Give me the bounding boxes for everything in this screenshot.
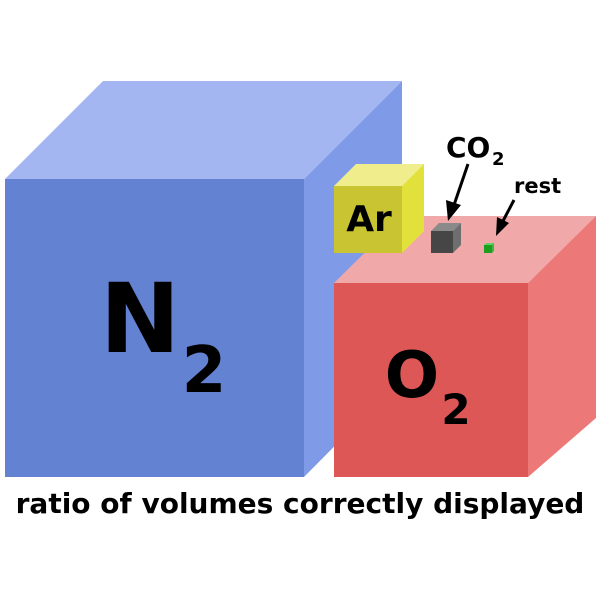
rest-cube-side <box>492 243 494 253</box>
o2-cube: O 2 <box>334 216 596 477</box>
ar-cube-top <box>334 164 424 186</box>
co2-cube-top <box>431 223 461 231</box>
co2-arrow-line <box>452 163 470 206</box>
n2-cube-top <box>5 81 402 179</box>
co2-label-subscript: 2 <box>492 149 505 170</box>
ar-cube: Ar <box>334 164 424 253</box>
co2-cube-side <box>453 223 461 253</box>
o2-label: O <box>385 339 439 413</box>
o2-cube-front <box>334 283 528 477</box>
rest-annotation: rest <box>496 174 561 236</box>
o2-label-subscript: 2 <box>441 385 470 434</box>
o2-cube-side <box>528 216 596 477</box>
ar-label: Ar <box>346 199 392 240</box>
n2-cube-front <box>5 179 304 477</box>
rest-label: rest <box>514 174 561 198</box>
co2-annotation: CO 2 <box>446 131 505 221</box>
rest-cube <box>484 243 494 253</box>
co2-cube-front <box>431 231 453 253</box>
n2-label: N <box>100 263 180 375</box>
n2-label-subscript: 2 <box>182 334 227 408</box>
caption: ratio of volumes correctly displayed <box>16 487 585 520</box>
co2-cube <box>431 223 461 253</box>
rest-cube-front <box>484 245 492 253</box>
ar-cube-front <box>334 186 402 253</box>
ar-cube-side <box>402 164 424 253</box>
rest-cube-top <box>484 243 494 245</box>
rest-arrow-line <box>501 199 516 222</box>
co2-label: CO <box>446 131 490 164</box>
rest-arrow-head <box>496 217 509 236</box>
co2-arrow-head <box>446 200 461 221</box>
